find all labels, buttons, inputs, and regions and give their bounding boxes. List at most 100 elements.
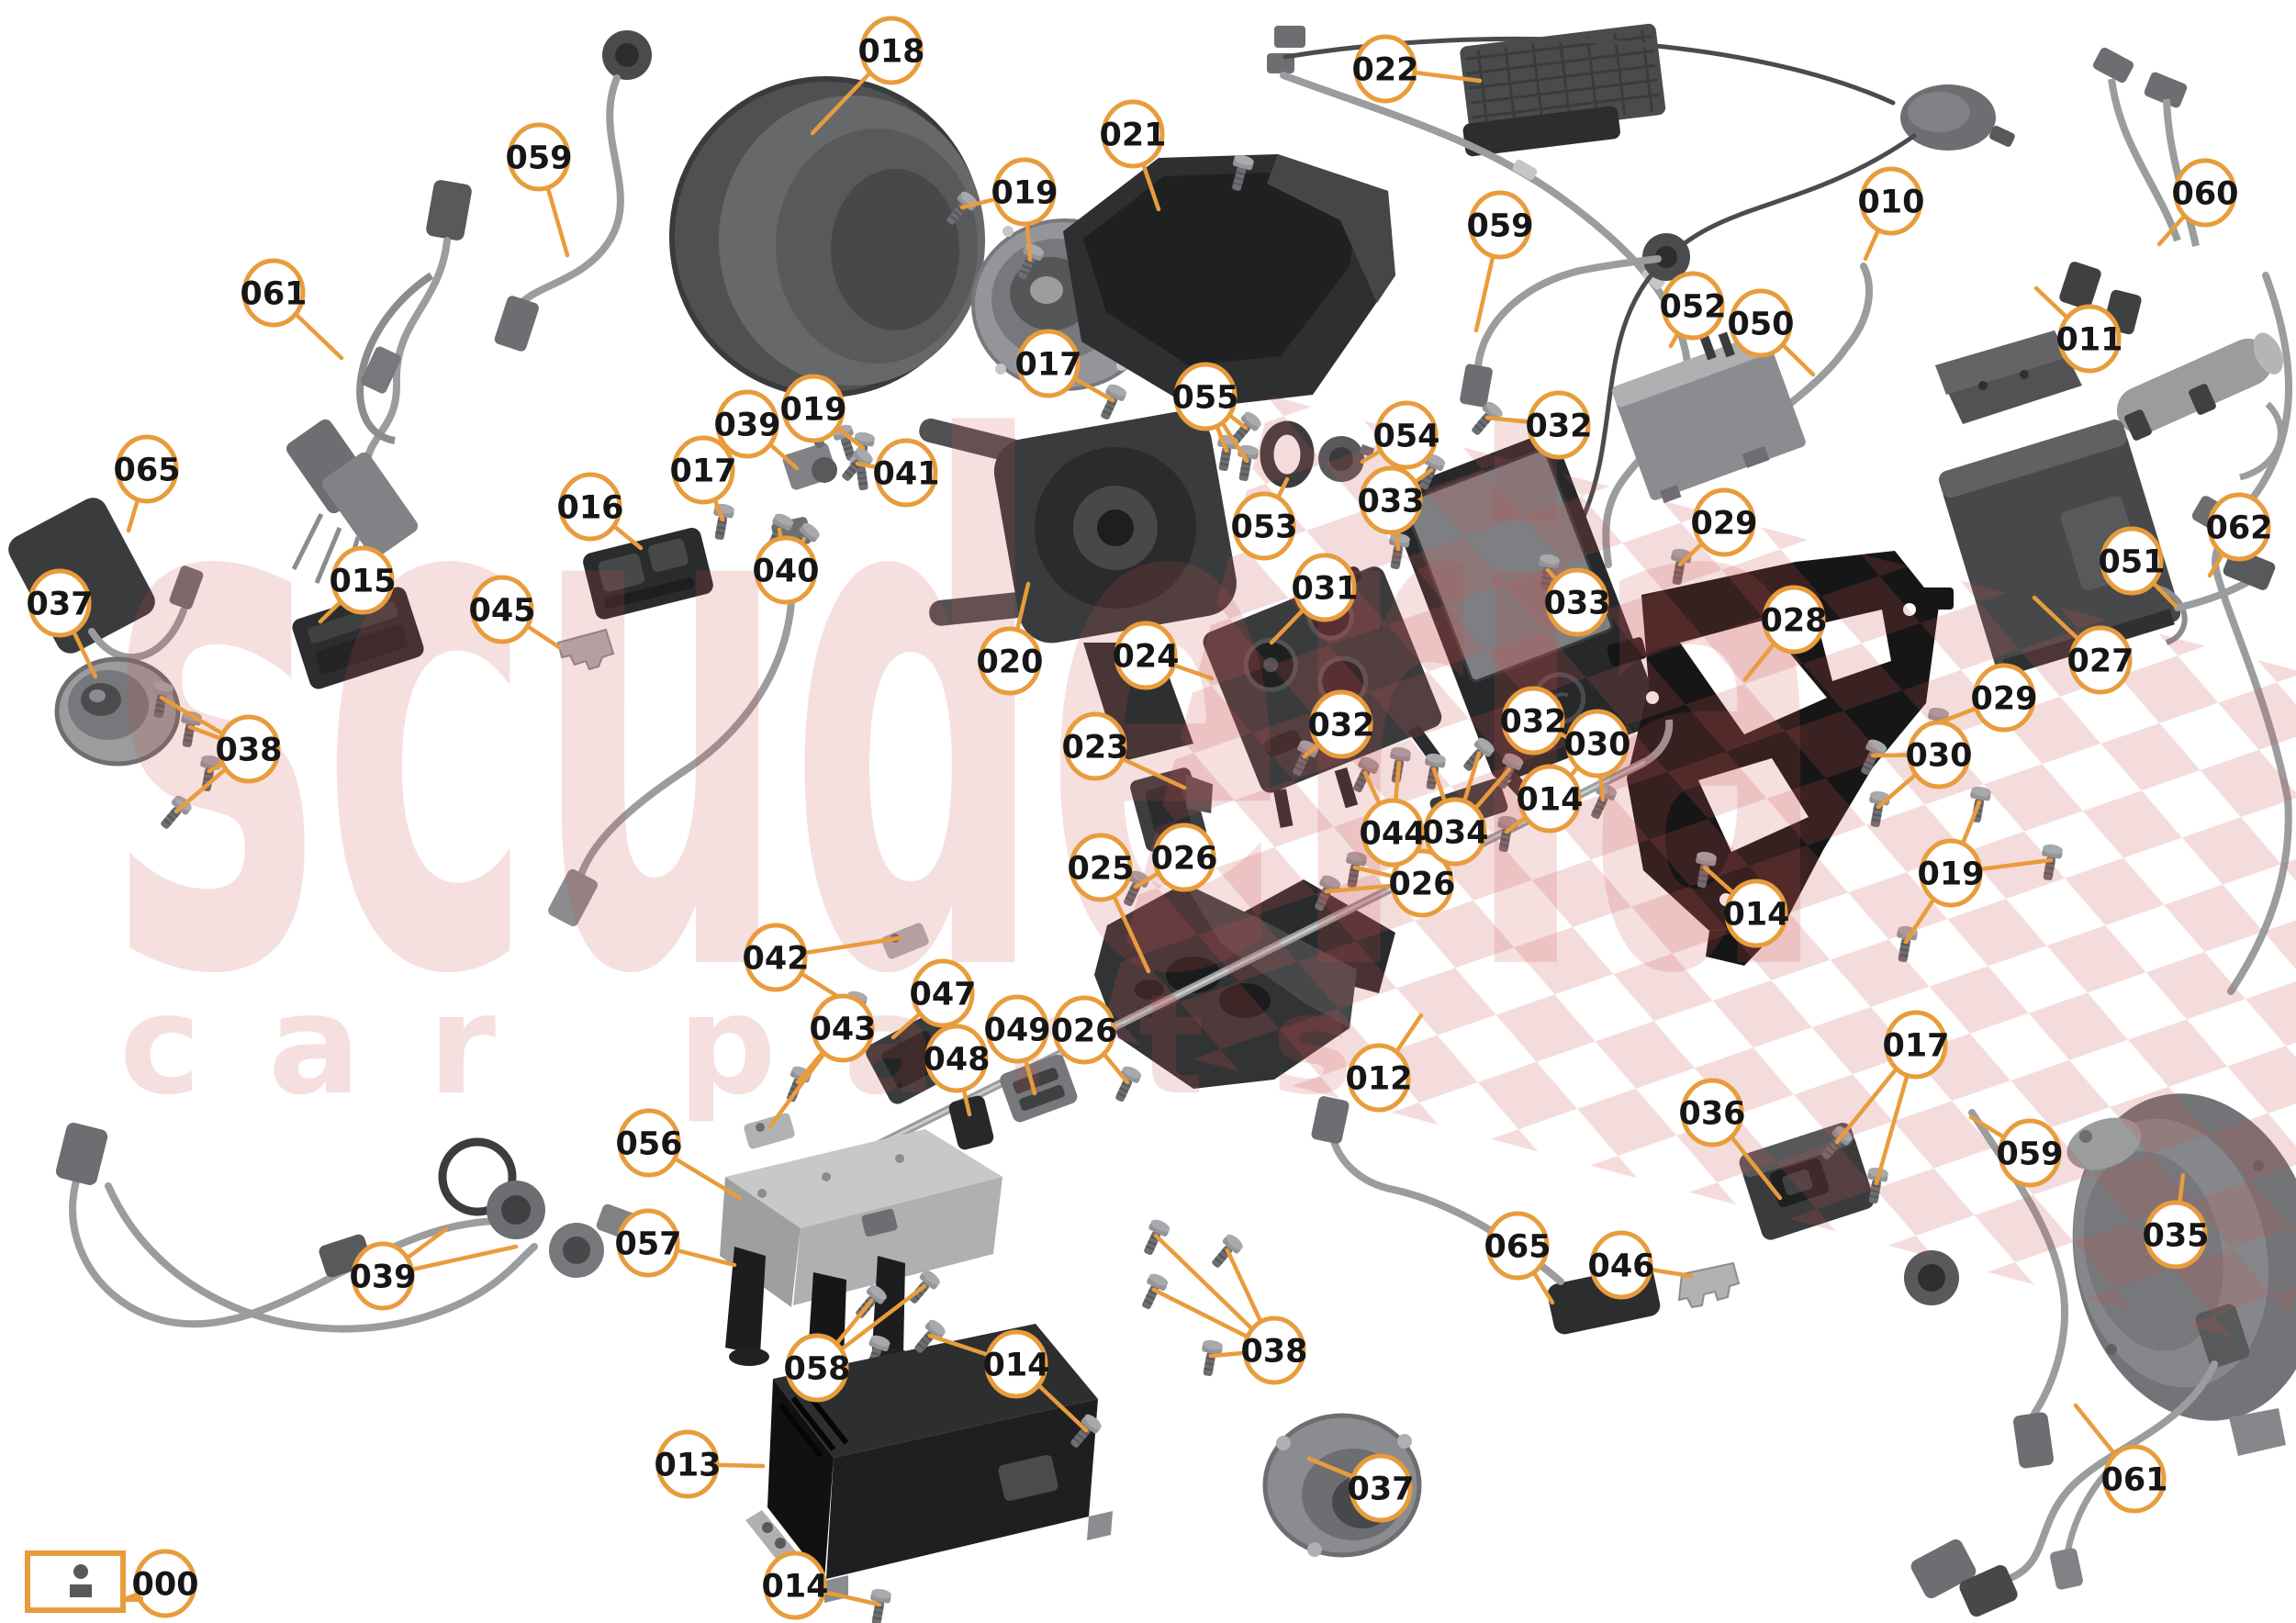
- callout-039[interactable]: [351, 1241, 415, 1311]
- callout-038[interactable]: [217, 714, 281, 784]
- callout-label-020[interactable]: 020: [976, 644, 1043, 681]
- callout-label-040[interactable]: 040: [752, 554, 819, 590]
- callout-label-046[interactable]: 046: [1587, 1248, 1654, 1285]
- callout-label-062[interactable]: 062: [2205, 510, 2272, 547]
- callout-label-028[interactable]: 028: [1760, 603, 1827, 640]
- callout-012[interactable]: [1347, 1043, 1411, 1113]
- callout-label-037[interactable]: 037: [26, 587, 93, 623]
- callout-044[interactable]: [1361, 798, 1425, 867]
- callout-034[interactable]: [1423, 797, 1487, 867]
- callout-label-058[interactable]: 058: [783, 1351, 850, 1388]
- callout-045[interactable]: [470, 575, 534, 644]
- callout-label-043[interactable]: 043: [809, 1012, 876, 1048]
- callout-label-065[interactable]: 065: [113, 453, 180, 489]
- callout-label-024[interactable]: 024: [1112, 639, 1179, 676]
- callout-037[interactable]: [1349, 1453, 1413, 1523]
- callout-026[interactable]: [1152, 823, 1216, 892]
- callout-019[interactable]: [992, 157, 1057, 227]
- callout-label-057[interactable]: 057: [614, 1226, 681, 1263]
- callout-label-059[interactable]: 059: [505, 140, 572, 177]
- callout-label-041[interactable]: 041: [872, 456, 939, 493]
- callout-label-059[interactable]: 059: [1996, 1136, 2063, 1173]
- callout-label-014[interactable]: 014: [982, 1348, 1049, 1384]
- callout-057[interactable]: [616, 1208, 680, 1278]
- callout-label-016[interactable]: 016: [556, 490, 623, 527]
- callout-029[interactable]: [1692, 487, 1756, 557]
- callout-label-023[interactable]: 023: [1061, 730, 1128, 767]
- callout-label-032[interactable]: 032: [1307, 708, 1374, 744]
- callout-label-019[interactable]: 019: [1917, 856, 1984, 893]
- callout-label-060[interactable]: 060: [2171, 176, 2238, 213]
- callout-058[interactable]: [785, 1333, 849, 1403]
- callout-label-055[interactable]: 055: [1171, 380, 1238, 417]
- callout-label-019[interactable]: 019: [779, 392, 846, 429]
- callout-label-022[interactable]: 022: [1351, 52, 1418, 89]
- callout-label-011[interactable]: 011: [2055, 322, 2122, 359]
- callout-label-051[interactable]: 051: [2098, 544, 2165, 581]
- callout-label-030[interactable]: 030: [1563, 727, 1630, 764]
- callout-023[interactable]: [1063, 711, 1127, 781]
- callout-053[interactable]: [1232, 491, 1296, 561]
- callout-label-027[interactable]: 027: [2066, 644, 2134, 680]
- callout-label-053[interactable]: 053: [1230, 509, 1297, 546]
- callout-033[interactable]: [1545, 567, 1609, 637]
- callout-label-015[interactable]: 015: [329, 564, 396, 600]
- callout-label-010[interactable]: 010: [1857, 185, 1924, 221]
- callout-032[interactable]: [1501, 686, 1565, 756]
- callout-label-018[interactable]: 018: [857, 34, 924, 71]
- callout-label-014[interactable]: 014: [1516, 782, 1583, 819]
- callout-060[interactable]: [2173, 158, 2237, 228]
- callout-052[interactable]: [1661, 271, 1725, 341]
- callout-011[interactable]: [2057, 304, 2122, 374]
- callout-label-035[interactable]: 035: [2142, 1218, 2209, 1255]
- callout-label-047[interactable]: 047: [909, 977, 976, 1013]
- callout-label-045[interactable]: 045: [468, 593, 535, 630]
- callout-label-054[interactable]: 054: [1372, 419, 1439, 455]
- callout-label-034[interactable]: 034: [1421, 815, 1488, 852]
- callout-label-014[interactable]: 014: [1722, 897, 1789, 934]
- callout-label-049[interactable]: 049: [983, 1013, 1050, 1049]
- callout-label-037[interactable]: 037: [1347, 1472, 1414, 1508]
- callout-059[interactable]: [1998, 1118, 2062, 1188]
- callout-label-032[interactable]: 032: [1525, 409, 1592, 445]
- callout-label-021[interactable]: 021: [1099, 118, 1166, 154]
- callout-label-059[interactable]: 059: [1466, 208, 1533, 245]
- callout-017[interactable]: [1016, 329, 1081, 398]
- callout-label-029[interactable]: 029: [1690, 506, 1757, 543]
- callout-label-038[interactable]: 038: [215, 733, 282, 769]
- callout-026[interactable]: [1052, 995, 1116, 1065]
- callout-010[interactable]: [1859, 166, 1923, 236]
- callout-label-029[interactable]: 029: [1970, 681, 2037, 718]
- callout-label-048[interactable]: 048: [923, 1042, 990, 1079]
- callout-017[interactable]: [671, 435, 735, 505]
- callout-label-039[interactable]: 039: [713, 408, 780, 444]
- callout-label-061[interactable]: 061: [240, 276, 307, 313]
- callout-065[interactable]: [115, 434, 179, 504]
- callout-014[interactable]: [984, 1329, 1048, 1399]
- callout-049[interactable]: [985, 994, 1049, 1064]
- callout-055[interactable]: [1173, 362, 1238, 431]
- callout-label-061[interactable]: 061: [2100, 1462, 2167, 1499]
- callout-050[interactable]: [1729, 288, 1793, 358]
- callout-037[interactable]: [28, 568, 92, 638]
- callout-038[interactable]: [1242, 1315, 1306, 1385]
- callout-031[interactable]: [1293, 553, 1357, 622]
- callout-048[interactable]: [924, 1024, 989, 1093]
- callout-028[interactable]: [1762, 585, 1826, 655]
- callout-014[interactable]: [763, 1550, 827, 1620]
- callout-016[interactable]: [558, 472, 622, 542]
- callout-015[interactable]: [330, 545, 395, 615]
- callout-030[interactable]: [1907, 720, 1971, 789]
- callout-label-013[interactable]: 013: [654, 1448, 721, 1484]
- callout-label-042[interactable]: 042: [742, 941, 809, 978]
- callout-label-056[interactable]: 056: [615, 1126, 682, 1163]
- callout-label-044[interactable]: 044: [1359, 816, 1426, 853]
- callout-061[interactable]: [2102, 1444, 2167, 1514]
- callout-029[interactable]: [1972, 663, 2036, 733]
- callout-020[interactable]: [978, 626, 1042, 696]
- callout-label-026[interactable]: 026: [1388, 867, 1455, 903]
- callout-065[interactable]: [1485, 1211, 1550, 1281]
- callout-051[interactable]: [2100, 526, 2164, 596]
- callout-label-017[interactable]: 017: [1882, 1028, 1949, 1065]
- callout-056[interactable]: [617, 1108, 681, 1178]
